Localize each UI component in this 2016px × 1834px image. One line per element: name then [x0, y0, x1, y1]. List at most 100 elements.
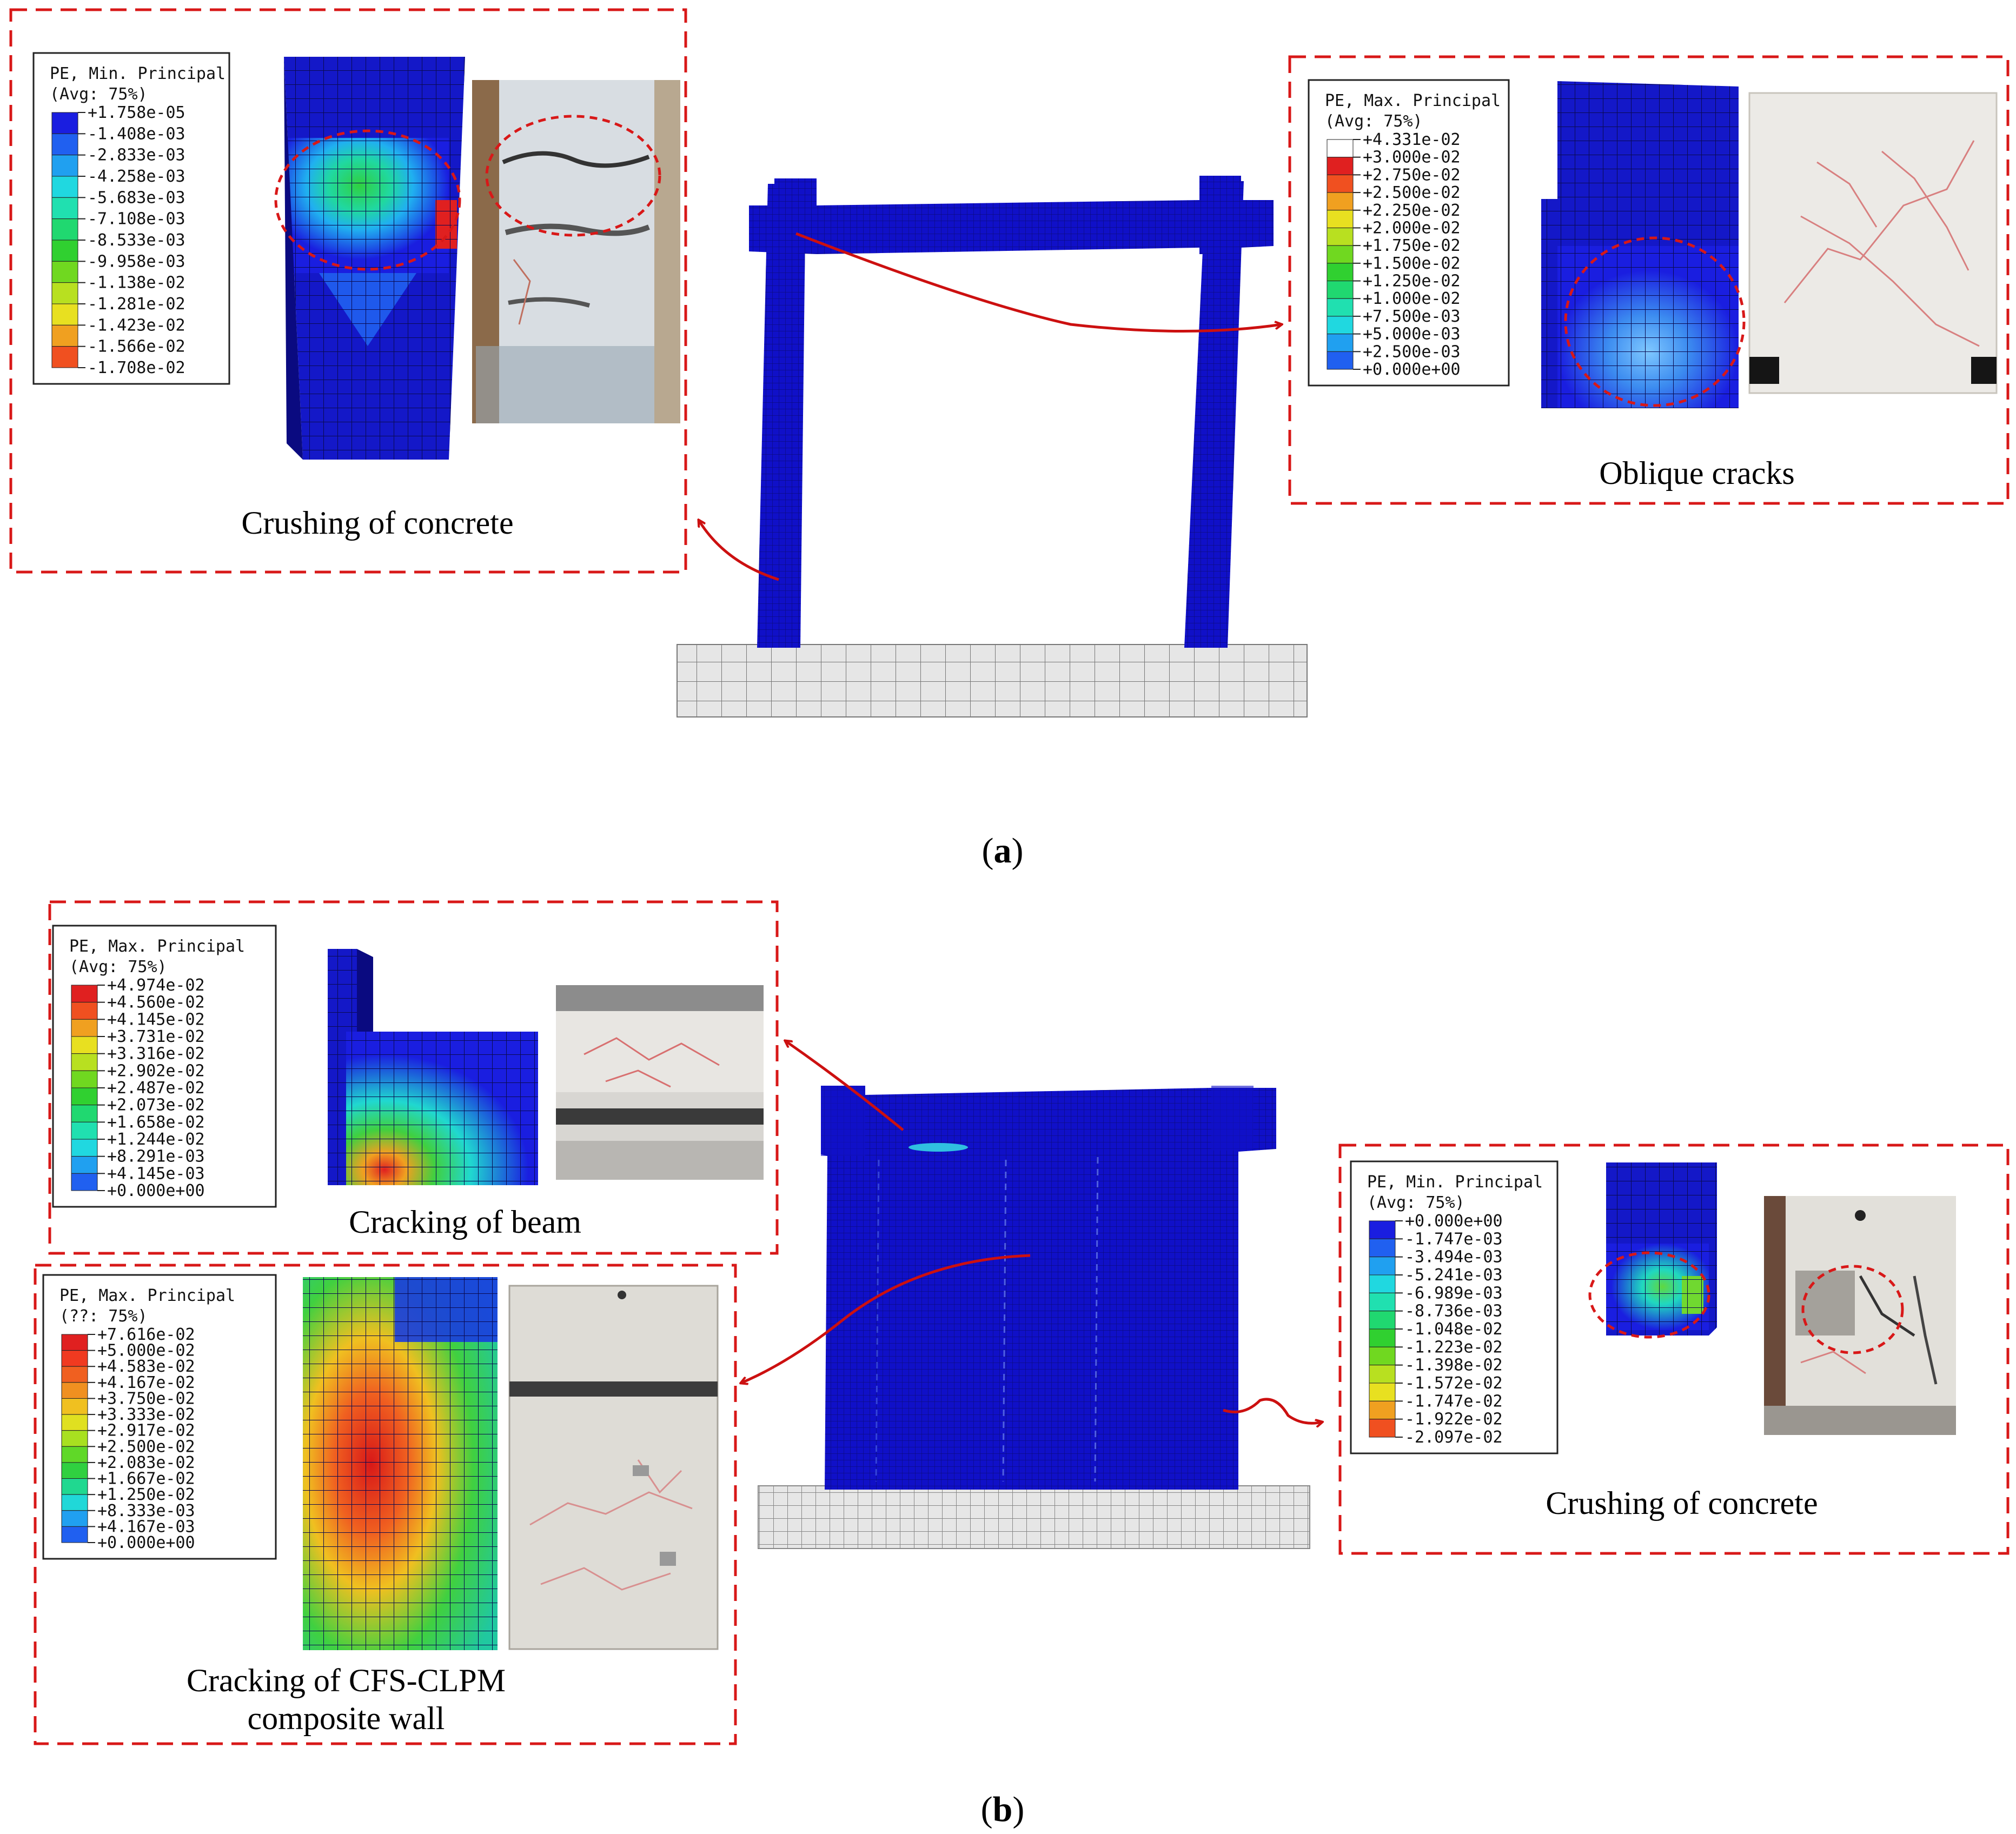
legB2-swatch: [61, 1398, 88, 1415]
legB1-value: +8.291e-03: [107, 1147, 205, 1166]
legA2-value: +2.500e-03: [1363, 342, 1461, 361]
legA2-swatch: [1327, 316, 1354, 335]
b-wall-fe-panel: [303, 1277, 498, 1650]
legB1-value: +1.244e-02: [107, 1130, 205, 1149]
legA2-swatch: [1327, 245, 1354, 264]
a-crushing-detail-box: PE, Min. Principal(Avg: 75%)+1.758e-05-1…: [9, 8, 687, 574]
legB2-swatch: [61, 1446, 88, 1463]
a-crushing-test-photo: [472, 80, 680, 423]
legB1-swatch: [71, 1087, 98, 1106]
legB2-swatch: [61, 1414, 88, 1431]
legB2-value: +1.250e-02: [97, 1485, 195, 1504]
legB1-value: +3.731e-02: [107, 1027, 205, 1046]
a-crushing-fe-column: [284, 57, 465, 460]
legB2-swatch: [61, 1478, 88, 1495]
legB1-swatch: [71, 1036, 98, 1054]
legA1-swatch: [51, 176, 78, 198]
b-wall-caption-line1: Cracking of CFS-CLPM: [187, 1663, 506, 1698]
legB2-swatch: [61, 1430, 88, 1447]
legB1-value: +3.316e-02: [107, 1045, 205, 1064]
b-crushing-test-photo: [1764, 1196, 1956, 1435]
a-oblique-highlight-circle: [1564, 236, 1746, 407]
legB2-value: +5.000e-02: [97, 1341, 195, 1360]
legB2-swatch: [61, 1526, 88, 1543]
b-crushing-fe-column: [1606, 1162, 1717, 1335]
legA2-value: +2.000e-02: [1363, 218, 1461, 237]
legB3-value: -1.922e-02: [1405, 1410, 1503, 1429]
b-wall-detail-box: PE, Max. Principal(??: 75%)+7.616e-02+5.…: [34, 1264, 737, 1745]
legA2-value: +7.500e-03: [1363, 307, 1461, 326]
b-beam-detail-box: PE, Max. Principal(Avg: 75%)+4.974e-02+4…: [48, 900, 779, 1255]
legB3-swatch: [1369, 1220, 1396, 1239]
legB2-value: +2.083e-02: [97, 1453, 195, 1472]
legA2-value: +1.500e-02: [1363, 254, 1461, 273]
legB1-value: +2.487e-02: [107, 1079, 205, 1098]
panel-a: PE, Min. Principal(Avg: 75%)+1.758e-05-1…: [9, 8, 2010, 871]
b-arrow-to-beam: [785, 1041, 904, 1131]
legB3-value: -1.747e-02: [1405, 1392, 1503, 1411]
a-oblique-fe-panel: [1541, 81, 1739, 408]
a-oblique-test-photo: [1748, 92, 1998, 394]
legB1-value: +0.000e+00: [107, 1181, 205, 1200]
legB3-value: -1.747e-03: [1405, 1230, 1503, 1248]
b-crushing-fe-highlight-circle: [1588, 1251, 1710, 1339]
legA1-swatch: [51, 197, 78, 220]
legA2-value: +1.750e-02: [1363, 236, 1461, 255]
legB2-value: +4.167e-02: [97, 1373, 195, 1392]
legA2-swatch: [1327, 281, 1354, 299]
legB2-swatch: [61, 1510, 88, 1527]
legA1-value: -9.958e-03: [88, 252, 185, 271]
legA1-swatch: [51, 303, 78, 325]
legB3-swatch: [1369, 1257, 1396, 1275]
legB1-swatch: [71, 1139, 98, 1157]
legB1-swatch: [71, 1002, 98, 1020]
legA1-value: -2.833e-03: [88, 146, 185, 165]
legB2-value: +2.917e-02: [97, 1421, 195, 1440]
a-main-frame-model: [677, 176, 1308, 717]
b-wall-legend: PE, Max. Principal(??: 75%)+7.616e-02+5.…: [42, 1274, 277, 1560]
legA1-swatch: [51, 218, 78, 241]
b-crushing-caption: Crushing of concrete: [1546, 1485, 1818, 1521]
legA1-value: -8.533e-03: [88, 231, 185, 250]
legA2-swatch: [1327, 227, 1354, 246]
legB3-value: -3.494e-03: [1405, 1248, 1503, 1267]
legB1-value: +4.974e-02: [107, 976, 205, 995]
legB1-swatch: [71, 1121, 98, 1140]
legA1-value: -7.108e-03: [88, 210, 185, 229]
a-crushing-dashed-frame: [9, 8, 687, 574]
legB3-swatch: [1369, 1400, 1396, 1420]
legB1-swatch: [71, 985, 98, 1003]
legB1-swatch: [71, 1019, 98, 1037]
legA2-value: +1.000e-02: [1363, 289, 1461, 308]
a-arrow-to-crushing: [699, 520, 779, 581]
legB3-value: -6.989e-03: [1405, 1284, 1503, 1303]
legA1-value: -4.258e-03: [88, 167, 185, 186]
legA1-swatch: [51, 261, 78, 283]
legB2-value: +4.583e-02: [97, 1357, 195, 1376]
panel-b: PE, Max. Principal(Avg: 75%)+4.974e-02+4…: [34, 900, 2010, 1829]
legB2-value: +3.333e-02: [97, 1405, 195, 1424]
legB2-swatch: [61, 1350, 88, 1367]
legA2-swatch: [1327, 334, 1354, 352]
b-crushing-photo-highlight-circle: [1801, 1265, 1904, 1354]
legB3-value: -8.736e-03: [1405, 1302, 1503, 1321]
legA2-swatch: [1327, 351, 1354, 370]
legB3-value: -1.398e-02: [1405, 1356, 1503, 1375]
b-crushing-detail-box: PE, Min. Principal(Avg: 75%)+0.000e+00-1…: [1338, 1144, 2010, 1555]
legA2-swatch: [1327, 157, 1354, 175]
legA1-title-line1: PE, Min. Principal: [50, 64, 226, 83]
legA1-swatch: [51, 133, 78, 156]
legA2-swatch: [1327, 192, 1354, 211]
legB1-title-line1: PE, Max. Principal: [69, 937, 245, 956]
legB2-swatch: [61, 1366, 88, 1383]
legB3-title-line1: PE, Min. Principal: [1367, 1173, 1543, 1192]
legB2-title-line2: (??: 75%): [59, 1307, 148, 1326]
legB1-value: +2.902e-02: [107, 1061, 205, 1080]
legB2-value: +3.750e-02: [97, 1389, 195, 1408]
legB1-swatch: [71, 1156, 98, 1174]
legB2-title-line1: PE, Max. Principal: [59, 1286, 235, 1305]
legA1-value: +1.758e-05: [88, 103, 185, 122]
legA2-value: +2.250e-02: [1363, 201, 1461, 220]
legB2-value: +4.167e-03: [97, 1517, 195, 1536]
